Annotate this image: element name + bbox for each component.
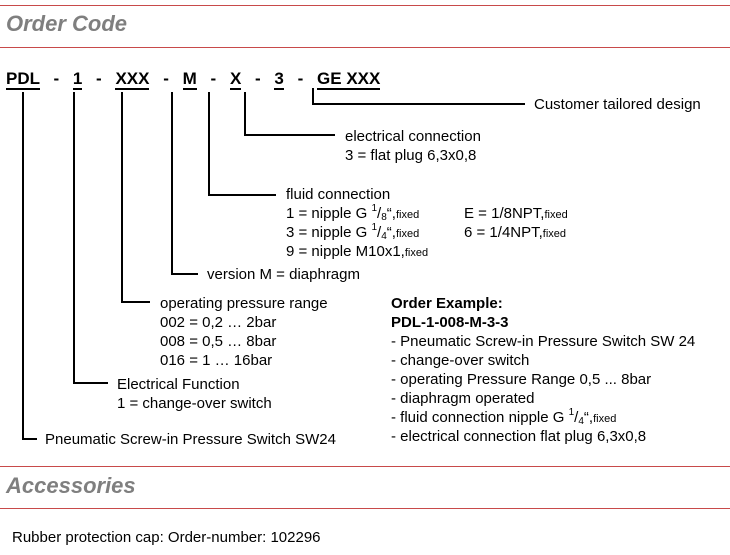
- fluid-npt-1: E = 1/8NPT,: [464, 205, 545, 222]
- fluid-row-2-post: “,: [386, 224, 396, 241]
- accessories-title: Accessories: [6, 473, 136, 498]
- connector-electrical: [244, 92, 335, 136]
- fixed-suffix: fixed: [404, 247, 429, 259]
- fluid-row-2-left: 3 = nipple G 1/4“,fixed: [286, 222, 420, 242]
- connector-version: [171, 92, 198, 275]
- code-sep: -: [297, 69, 304, 88]
- example-item-1: - Pneumatic Screw-in Pressure Switch SW …: [391, 333, 696, 350]
- code-part-electrical: 3: [274, 69, 284, 90]
- example-item-6: - electrical connection flat plug 6,3x0,…: [391, 428, 647, 445]
- code-sep: -: [163, 69, 169, 88]
- fixed-suffix: fixed: [395, 209, 420, 221]
- pressure-line-2: 008 = 0,5 … 8bar: [160, 333, 277, 350]
- fraction-den: 4: [578, 416, 584, 427]
- fixed-suffix: fixed: [395, 228, 420, 240]
- accessories-text: Rubber protection cap: Order-number: 102…: [12, 529, 321, 546]
- order-code-title: Order Code: [6, 11, 128, 36]
- electrical-connection-value: 3 = flat plug 6,3x0,8: [345, 147, 477, 164]
- example-title: Order Example:: [391, 295, 503, 312]
- connector-pneumatic: [22, 92, 37, 440]
- fixed-suffix: fixed: [544, 209, 568, 221]
- accessories-top-rule: [0, 466, 730, 467]
- electrical-function-value: 1 = change-over switch: [117, 395, 272, 412]
- fraction-den: 4: [381, 231, 387, 242]
- fraction-num: 1: [371, 203, 378, 214]
- code-part-fluid: X: [229, 69, 242, 90]
- example-item-5: - fluid connection nipple G 1/4“,fixed: [391, 407, 617, 427]
- code-part-pressure: XXX: [115, 69, 150, 90]
- fluid-row-1-left: 1 = nipple G 1/8“,fixed: [286, 203, 420, 223]
- connector-function: [73, 92, 108, 384]
- fraction-den: 8: [381, 212, 387, 223]
- fraction-num: 1: [568, 407, 575, 418]
- top-rule: [0, 5, 730, 6]
- pressure-title: operating pressure range: [160, 295, 328, 312]
- fixed-suffix: fixed: [593, 413, 617, 425]
- example-item-4: - diaphragm operated: [391, 390, 535, 407]
- example-fluid-post: “,: [583, 409, 594, 426]
- code-part-function: 1: [72, 69, 83, 90]
- version-label: version M = diaphragm: [207, 266, 360, 283]
- accessories-rule: [0, 508, 730, 509]
- code-sep: -: [96, 69, 102, 88]
- customer-label: Customer tailored design: [534, 96, 701, 113]
- pressure-line-1: 002 = 0,2 … 2bar: [160, 314, 277, 331]
- code-sep: -: [53, 69, 60, 88]
- pneumatic-label: Pneumatic Screw-in Pressure Switch SW24: [45, 431, 336, 448]
- connector-customer: [312, 88, 525, 105]
- fluid-row-2-text: 3 = nipple G: [286, 224, 372, 241]
- fixed-suffix: fixed: [542, 228, 567, 240]
- fluid-connection-title: fluid connection: [286, 186, 391, 203]
- example-item-3: - operating Pressure Range 0,5 ... 8bar: [391, 371, 652, 388]
- code-sep: -: [210, 69, 217, 88]
- fluid-row-1-right: E = 1/8NPT,fixed: [464, 205, 568, 222]
- code-part-pdl: PDL: [6, 69, 40, 90]
- code-part-version: M: [182, 69, 197, 90]
- connector-pressure: [121, 92, 150, 303]
- order-code-rule: [0, 47, 730, 48]
- fluid-row-3-text: 9 = nipple M10x1,: [286, 243, 405, 260]
- fraction-num: 1: [371, 222, 378, 233]
- fluid-row-1-text: 1 = nipple G: [286, 205, 372, 222]
- fluid-row-1-post: “,: [386, 205, 396, 222]
- code-part-customer: GE XXX: [317, 69, 381, 90]
- fluid-npt-2: 6 = 1/4NPT,: [464, 224, 543, 241]
- electrical-connection-title: electrical connection: [345, 128, 481, 145]
- pressure-line-3: 016 = 1 … 16bar: [160, 352, 273, 369]
- example-item-2: - change-over switch: [391, 352, 530, 369]
- code-sep: -: [255, 69, 261, 88]
- connector-fluid: [208, 92, 276, 196]
- fluid-row-2-right: 6 = 1/4NPT,fixed: [464, 224, 566, 241]
- fluid-row-3: 9 = nipple M10x1,fixed: [286, 243, 428, 260]
- example-fluid-text: - fluid connection nipple G: [391, 409, 569, 426]
- order-code-line: PDL - 1 - XXX - M - X - 3 - GE XXX: [6, 69, 381, 90]
- electrical-function-title: Electrical Function: [117, 376, 240, 393]
- example-code: PDL-1-008-M-3-3: [391, 314, 509, 331]
